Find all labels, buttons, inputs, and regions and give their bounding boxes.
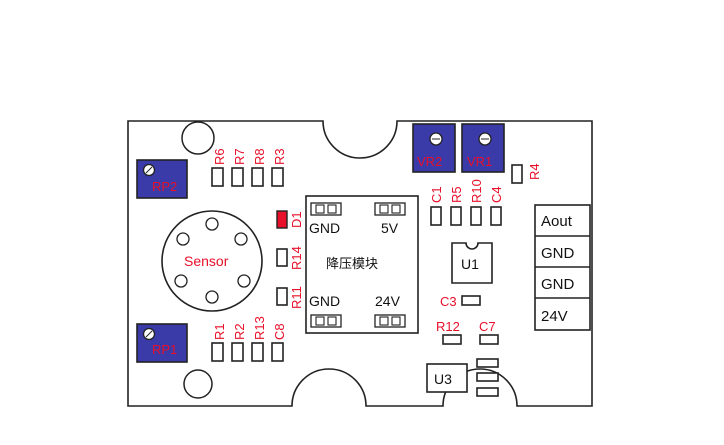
terminal-block: Aout GND GND 24V xyxy=(534,204,591,331)
pot-rp1-label: RP1 xyxy=(152,342,177,357)
pot-rp2-label: RP2 xyxy=(152,179,177,194)
pot-vr2: VR2 xyxy=(412,123,456,173)
res-r12: R12 xyxy=(436,319,462,345)
pot-vr1-label: VR1 xyxy=(467,154,492,169)
chip-u3-label: U3 xyxy=(434,371,452,387)
res-r4-label: R4 xyxy=(527,163,542,180)
res-r2: R2 xyxy=(232,323,247,340)
resistor-row-top: R6 R7 R8 R3 xyxy=(211,148,287,187)
buck-module: GND 5V 降压模块 GND 24V xyxy=(305,195,419,334)
terminal-gnd-1: GND xyxy=(541,245,575,262)
cap-c8: C8 xyxy=(272,323,287,340)
cap-c3-label: C3 xyxy=(440,294,457,309)
res-r10: R10 xyxy=(469,179,484,203)
res-r14: R14 xyxy=(276,246,304,270)
res-r11: R11 xyxy=(276,286,304,309)
sensor-label: Sensor xyxy=(184,253,229,269)
res-r3: R3 xyxy=(272,148,287,165)
pot-vr2-label: VR2 xyxy=(417,154,442,169)
res-r5: R5 xyxy=(449,186,464,203)
led-d1: D1 xyxy=(276,210,304,229)
res-r11-label: R11 xyxy=(289,286,304,309)
module-title: 降压模块 xyxy=(326,256,378,271)
res-r6: R6 xyxy=(212,148,227,165)
res-r4: R4 xyxy=(511,163,542,184)
cap-c4: C4 xyxy=(489,186,504,203)
module-24v: 24V xyxy=(375,293,401,309)
res-r8: R8 xyxy=(252,148,267,165)
cap-c3: C3 xyxy=(440,294,481,309)
mounting-hole xyxy=(183,369,213,399)
component-row-right: C1 R5 R10 C4 xyxy=(429,179,504,226)
chip-u3: U3 xyxy=(426,358,499,397)
pot-vr1: VR1 xyxy=(461,123,505,173)
module-gnd-top: GND xyxy=(309,220,340,236)
pot-rp2: RP2 xyxy=(136,159,188,199)
chip-u1-label: U1 xyxy=(461,256,479,272)
terminal-gnd-2: GND xyxy=(541,276,575,293)
cap-c7-label: C7 xyxy=(479,319,496,334)
res-r12-label: R12 xyxy=(436,319,460,334)
terminal-24v: 24V xyxy=(541,308,568,325)
chip-u1: U1 xyxy=(451,242,493,284)
terminal-aout: Aout xyxy=(541,213,573,230)
cap-c1: C1 xyxy=(429,186,444,203)
resistor-row-bottom: R1 R2 R13 C8 xyxy=(211,316,287,362)
pot-rp1: RP1 xyxy=(136,323,188,363)
module-5v: 5V xyxy=(381,220,399,236)
res-r13: R13 xyxy=(252,316,267,340)
module-gnd-bottom: GND xyxy=(309,293,340,309)
res-r14-label: R14 xyxy=(289,246,304,270)
gas-sensor: Sensor xyxy=(161,210,263,312)
res-r7: R7 xyxy=(232,148,247,165)
res-r1: R1 xyxy=(212,323,227,340)
mounting-hole xyxy=(181,121,215,155)
led-d1-label: D1 xyxy=(289,211,304,228)
cap-c7: C7 xyxy=(479,319,499,345)
